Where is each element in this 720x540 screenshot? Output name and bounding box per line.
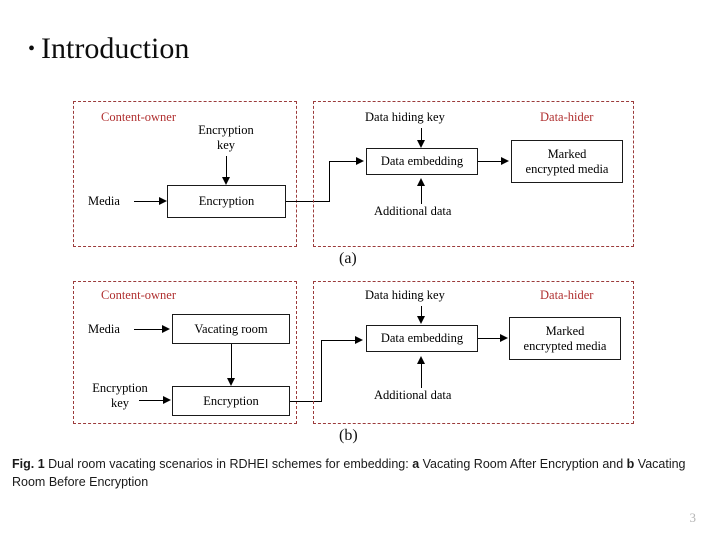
panel-b-data-hider	[313, 281, 634, 424]
panel-b-content-owner-label: Content-owner	[101, 288, 176, 302]
connector-a-media-to-encryption	[134, 201, 160, 202]
connector-b-media-to-vacating	[134, 329, 163, 330]
box-a-marked-encrypted-media[interactable]: Marked encrypted media	[511, 140, 623, 183]
page-title: •Introduction	[28, 32, 189, 66]
arrowhead-a-additional-up	[416, 178, 425, 186]
connector-b-embedding-to-marked	[478, 338, 501, 339]
box-b-marked-encrypted-media[interactable]: Marked encrypted media	[509, 317, 621, 360]
connector-a-encryption-out	[286, 201, 330, 202]
box-b-data-embedding[interactable]: Data embedding	[366, 325, 478, 352]
arrowhead-b-vacating-down	[226, 378, 235, 386]
connector-a-hidingkey-down	[421, 128, 422, 141]
arrowhead-b-additional-up	[416, 356, 425, 364]
panel-a-content-owner	[73, 101, 297, 247]
box-b-marked-line2: encrypted media	[523, 338, 607, 353]
label-b-additional-data: Additional data	[374, 388, 452, 402]
arrowhead-a-into-embedding	[356, 156, 364, 165]
connector-b-encryption-out	[290, 401, 322, 402]
connector-b-additional-up	[421, 364, 422, 388]
connector-a-additional-up	[421, 186, 422, 204]
page-title-text: Introduction	[41, 32, 190, 65]
box-a-encryption[interactable]: Encryption	[167, 185, 286, 218]
arrowhead-a-key-down	[221, 177, 230, 185]
figure-caption-marker-b: b	[626, 457, 635, 471]
panel-a-content-owner-label: Content-owner	[101, 110, 176, 124]
figure-caption-prefix: Fig. 1	[12, 457, 45, 471]
figure-caption-text: Dual room vacating scenarios in RDHEI sc…	[44, 457, 413, 471]
panel-b-data-hider-label: Data-hider	[540, 288, 594, 302]
box-b-encryption[interactable]: Encryption	[172, 386, 290, 416]
page-number: 3	[689, 510, 697, 525]
label-b-data-hiding-key: Data hiding key	[365, 288, 445, 302]
label-a-media: Media	[88, 194, 120, 208]
arrowhead-a-hidingkey-down	[416, 140, 425, 148]
figure-caption-part-b: Vacating Room Before Encryption	[12, 457, 686, 489]
connector-a-key-to-encryption	[226, 156, 227, 178]
connector-b-hidingkey-down	[421, 306, 422, 317]
label-a-encryption-key-line1: Encryption	[198, 123, 254, 137]
arrowhead-b-hidingkey-down	[416, 316, 425, 324]
label-b-encryption-key-line2: key	[110, 396, 130, 410]
box-a-marked-line1: Marked	[547, 146, 587, 161]
subcaption-a: (a)	[339, 250, 357, 267]
connector-b-vacating-to-encryption	[231, 344, 232, 379]
box-a-marked-line2: encrypted media	[525, 161, 609, 176]
arrowhead-a-into-marked	[501, 156, 509, 165]
subcaption-b: (b)	[339, 427, 358, 444]
label-a-encryption-key-line2: key	[216, 138, 236, 152]
label-b-media: Media	[88, 322, 120, 336]
box-a-data-embedding[interactable]: Data embedding	[366, 148, 478, 175]
box-b-marked-line1: Marked	[545, 323, 585, 338]
connector-b-riser-to-embedding	[321, 340, 356, 341]
label-b-encryption-key: Encryption key	[80, 381, 160, 411]
arrowhead-b-into-marked	[500, 333, 508, 342]
arrowhead-b-media-right	[162, 324, 170, 333]
panel-a-data-hider-label: Data-hider	[540, 110, 594, 124]
figure-caption-marker-a: a	[412, 457, 420, 471]
connector-a-embedding-to-marked	[478, 161, 502, 162]
label-a-data-hiding-key: Data hiding key	[365, 110, 445, 124]
arrowhead-b-key-right	[163, 395, 171, 404]
arrowhead-b-into-embedding	[355, 335, 363, 344]
arrowhead-a-media-right	[159, 196, 167, 205]
connector-a-riser-to-embedding	[329, 161, 357, 162]
box-b-vacating-room[interactable]: Vacating room	[172, 314, 290, 344]
panel-a-data-hider	[313, 101, 634, 247]
label-b-encryption-key-line1: Encryption	[92, 381, 148, 395]
label-a-additional-data: Additional data	[374, 204, 452, 218]
connector-b-key-to-encryption	[139, 400, 164, 401]
label-a-encryption-key: Encryption key	[188, 123, 264, 153]
connector-b-encryption-riser	[321, 340, 322, 402]
figure-caption: Fig. 1 Dual room vacating scenarios in R…	[12, 455, 702, 491]
bullet-icon: •	[28, 38, 36, 60]
panel-b-content-owner	[73, 281, 297, 424]
connector-a-encryption-riser	[329, 161, 330, 202]
figure-caption-part-a: Vacating Room After Encryption and	[419, 457, 627, 471]
